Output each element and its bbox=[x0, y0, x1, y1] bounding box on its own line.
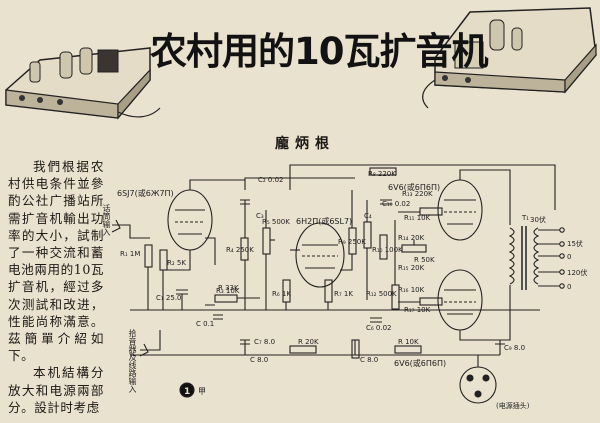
label-r7: R₇ 1K bbox=[334, 290, 353, 298]
label-rpot: R 50K bbox=[414, 256, 435, 264]
label-r1: R₁ 1M bbox=[120, 250, 140, 258]
label-transformer: T₁ bbox=[521, 214, 529, 222]
label-r17: R₁₇ 10K bbox=[404, 306, 431, 314]
label-r15: R₁₅ 20K bbox=[398, 264, 425, 272]
label-c-mid: C 0.1 bbox=[196, 320, 214, 328]
label-tube-v3: 6V6(或6П6П) bbox=[388, 182, 440, 192]
label-r12: R₁₂ 500K bbox=[366, 290, 397, 298]
label-r2: R₂ 5K bbox=[167, 259, 186, 267]
label-c9: C₉ 8.0 bbox=[504, 344, 525, 352]
label-r11: R₁₁ 10K bbox=[404, 214, 431, 222]
right-power-unit-illustration bbox=[422, 7, 597, 109]
tube-v3 bbox=[437, 179, 483, 241]
label-r9: R₉ 250K bbox=[338, 238, 366, 246]
article-author: 龐炳根 bbox=[275, 136, 335, 152]
paragraph: 本机結構分放大和电源兩部分。設計时考虑 bbox=[8, 365, 104, 415]
amplifier-schematic bbox=[111, 164, 565, 404]
label-r4: R₄ 250K bbox=[226, 246, 254, 254]
label-r10k: R 10K bbox=[398, 338, 419, 346]
figure-number-disc bbox=[179, 382, 195, 398]
label-r10: R₁₀ 100K bbox=[372, 246, 403, 254]
label-c7: C₇ 8.0 bbox=[254, 338, 275, 346]
label-r13: R₁₃ 220K bbox=[402, 190, 433, 198]
label-c-top: C₂ 0.02 bbox=[258, 176, 284, 184]
article-title: 农村用的10瓦扩音机 bbox=[150, 30, 489, 73]
label-r16: R₁₆ 10K bbox=[398, 286, 425, 294]
tube-v1 bbox=[167, 189, 213, 251]
label-tap-0a: 0 bbox=[567, 253, 571, 261]
label-c4: C₄ bbox=[364, 212, 372, 220]
label-tap-15: 15伏 bbox=[567, 239, 583, 248]
article-body: 我們根据农村供电条件並參酌公社广播站所需扩音机輸出功率的大小，試制了一种交流和蓄… bbox=[8, 158, 104, 416]
label-r6: R₆ 1K bbox=[272, 290, 291, 298]
label-tube-v1: 6SJ7(或6Ж7П) bbox=[117, 188, 174, 198]
label-c-cath: C 8.0 bbox=[250, 356, 268, 364]
label-c10: C₁₀ 0.02 bbox=[382, 200, 410, 208]
label-c3: C₃ bbox=[256, 212, 264, 220]
label-fig-number: 1 bbox=[184, 387, 190, 397]
label-r-top: R₈ 220K bbox=[368, 170, 396, 178]
label-power-note: (电源插头) bbox=[496, 401, 530, 410]
schematic-labels: 6SJ7(或6Ж7П) 6H2П(或6SL7) 6V6(或6П6П) 6V6(或… bbox=[117, 170, 587, 410]
label-r3: R₃ 10K bbox=[216, 287, 240, 295]
label-tap-120: 120伏 bbox=[567, 268, 587, 277]
output-transformer bbox=[508, 226, 565, 290]
tube-v2 bbox=[295, 222, 345, 288]
label-c6: C₆ 0.02 bbox=[366, 324, 392, 332]
tube-v4 bbox=[437, 269, 483, 331]
paragraph: 我們根据农村供电条件並參酌公社广播站所需扩音机輸出功率的大小，試制了一种交流和蓄… bbox=[8, 159, 104, 364]
mic-input-label: 话筒输入 bbox=[102, 204, 111, 237]
label-tube-v2: 6H2П(或6SL7) bbox=[296, 216, 352, 226]
label-tube-v4: 6V6(或6П6П) bbox=[394, 358, 446, 368]
label-r14: R₁₄ 20K bbox=[398, 234, 425, 242]
label-r20k: R 20K bbox=[298, 338, 319, 346]
label-c1: C₁ 25.0 bbox=[156, 294, 182, 302]
label-r5: R₅ 500K bbox=[262, 218, 290, 226]
left-amplifier-illustration bbox=[5, 47, 161, 120]
pickup-input-label: 拾音器及线路输入 bbox=[128, 329, 137, 394]
label-r33: R 33K bbox=[218, 284, 239, 292]
power-plug-symbol bbox=[459, 355, 497, 404]
label-fig: 甲 bbox=[198, 387, 206, 396]
label-tap-30: 30伏 bbox=[530, 215, 546, 224]
label-tap-0b: 0 bbox=[567, 283, 571, 291]
label-c8: C 8.0 bbox=[360, 356, 378, 364]
